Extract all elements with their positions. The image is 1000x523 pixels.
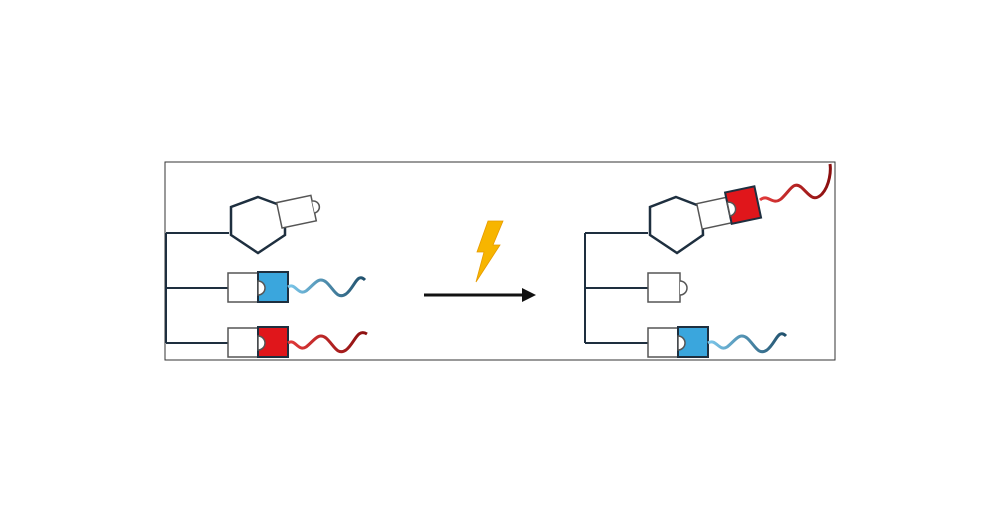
pentagon-socket-filled — [695, 185, 763, 230]
puzzle-socket-icon — [647, 272, 688, 303]
row-2-conjugate — [227, 326, 368, 358]
white-piece — [227, 327, 259, 358]
puzzle-socket-icon — [275, 194, 321, 229]
row-1-conjugate — [227, 271, 367, 303]
red-tail — [759, 163, 832, 203]
red-tail — [287, 331, 368, 354]
scaffold-lines — [165, 232, 229, 344]
reaction-arrow-icon — [424, 288, 536, 302]
before-panel — [165, 194, 368, 358]
row-2-conjugate — [647, 326, 788, 358]
blue-tail — [287, 276, 367, 298]
scaffold-lines — [584, 232, 648, 344]
lightning-bolt-icon — [475, 220, 504, 283]
after-panel — [584, 163, 832, 358]
white-piece — [647, 327, 679, 358]
white-piece — [227, 272, 259, 303]
blue-tail — [707, 332, 788, 354]
